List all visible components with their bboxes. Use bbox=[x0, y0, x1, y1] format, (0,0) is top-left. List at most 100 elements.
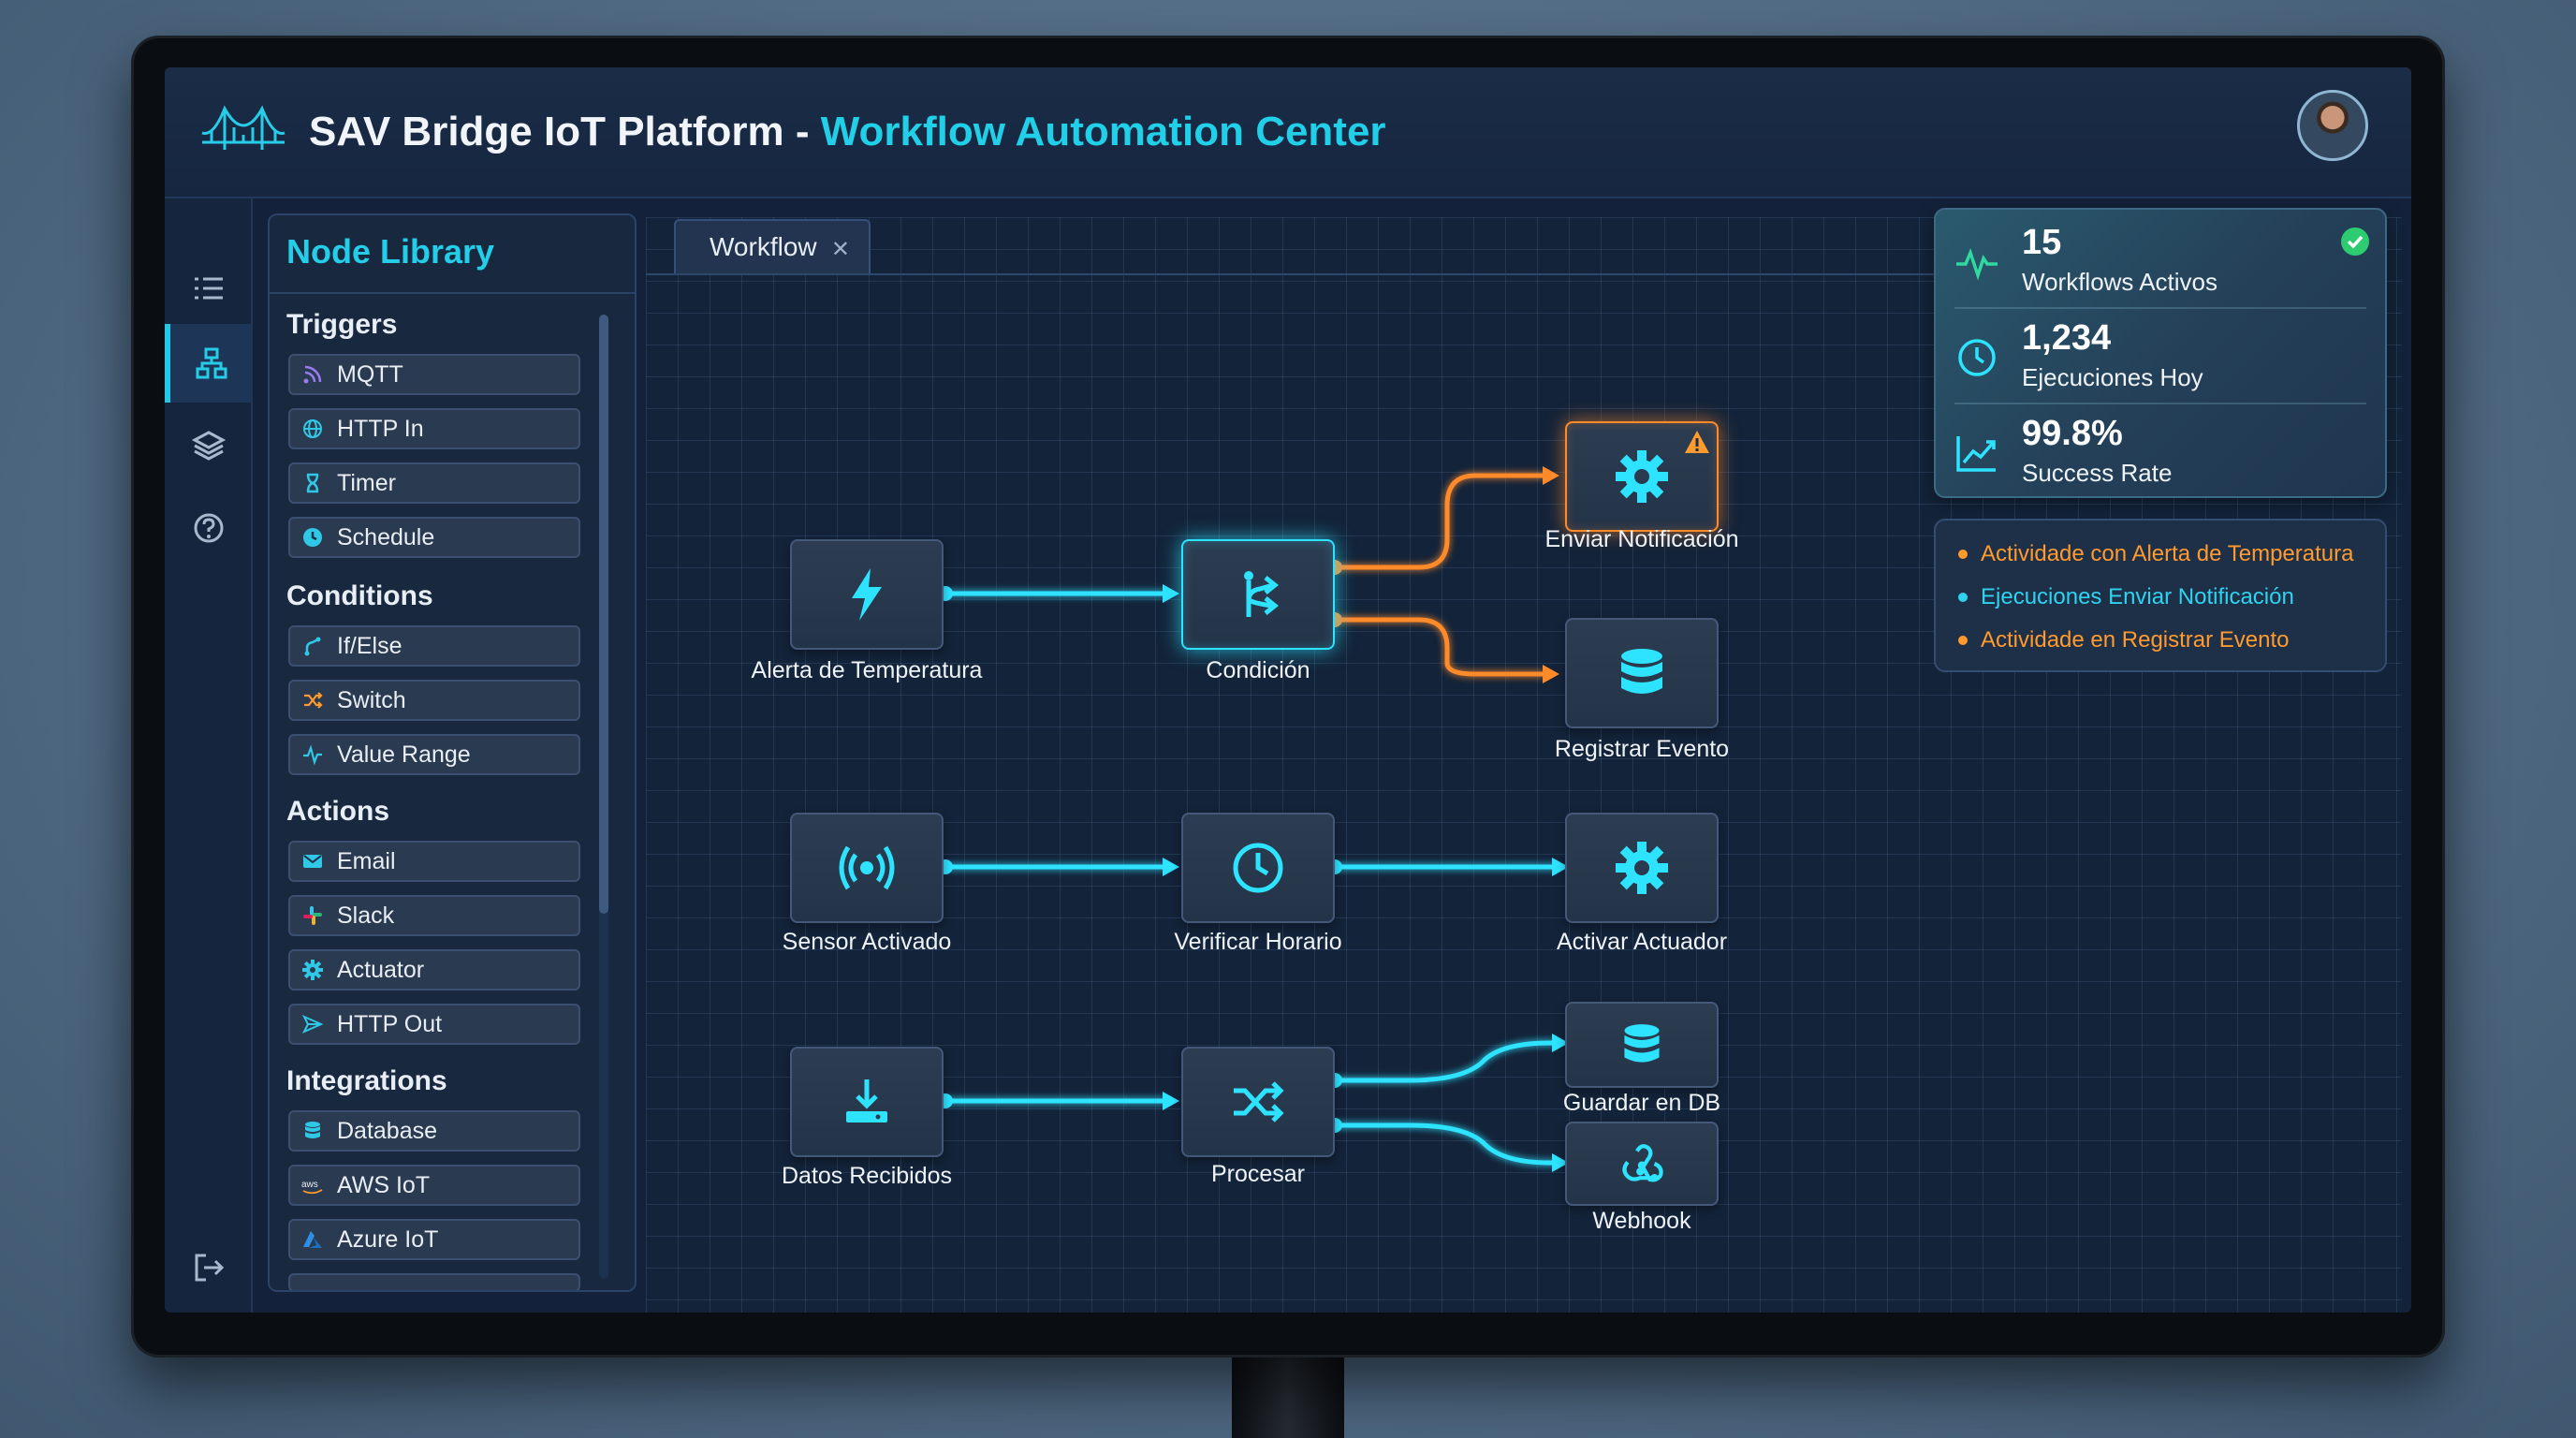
node-label: Guardar en DB bbox=[1562, 1090, 1721, 1116]
node-label: Condición bbox=[1206, 657, 1310, 683]
tab-workflow[interactable]: Workflow ✕ bbox=[674, 219, 871, 273]
stat-workflows-activos: 15 Workflows Activos bbox=[1936, 213, 2389, 305]
logout-icon bbox=[195, 1254, 225, 1282]
close-icon[interactable]: ✕ bbox=[830, 237, 850, 262]
title-main: SAV Bridge IoT Platform - bbox=[309, 109, 821, 154]
warning-icon bbox=[1685, 431, 1709, 453]
library-item-label: Slack bbox=[337, 902, 395, 929]
library-scrollbar-thumb[interactable] bbox=[599, 315, 608, 914]
rail-item-help[interactable] bbox=[165, 489, 253, 567]
section-actions: Actions bbox=[286, 796, 390, 827]
node-enviar-notificacion[interactable] bbox=[1565, 421, 1719, 532]
activity-icon bbox=[1956, 248, 1998, 281]
left-rail bbox=[165, 198, 253, 1313]
tab-label: Workflow bbox=[710, 232, 817, 261]
branch-icon bbox=[304, 637, 321, 656]
node-registrar-evento[interactable] bbox=[1565, 618, 1719, 728]
rail-item-logout[interactable] bbox=[165, 1228, 253, 1307]
library-item-aws-iot[interactable]: aws AWS IoT bbox=[288, 1165, 580, 1206]
library-item-slack[interactable]: Slack bbox=[288, 895, 580, 936]
workflow-icon bbox=[196, 347, 227, 379]
stat-divider bbox=[1954, 403, 2366, 404]
node-verificar-horario[interactable] bbox=[1181, 813, 1335, 923]
clock-icon bbox=[1233, 843, 1283, 893]
node-library: Node Library Triggers MQTT HTTP In Timer… bbox=[268, 213, 637, 1292]
library-item-timer[interactable]: Timer bbox=[288, 462, 580, 504]
library-item-value-range[interactable]: Value Range bbox=[288, 734, 580, 775]
clock-icon bbox=[1958, 339, 1996, 376]
activity-item[interactable]: Actividade en Registrar Evento bbox=[1958, 627, 2290, 653]
node-label: Verificar Horario bbox=[1174, 929, 1342, 955]
node-alerta-de-temperatura[interactable] bbox=[790, 539, 944, 650]
node-sensor-activado[interactable] bbox=[790, 813, 944, 923]
library-item-label: Actuator bbox=[337, 956, 425, 983]
node-condicion[interactable] bbox=[1181, 539, 1335, 650]
pulse-icon bbox=[303, 744, 322, 766]
library-item-label: HTTP In bbox=[337, 415, 424, 442]
node-webhook[interactable] bbox=[1565, 1122, 1719, 1206]
activity-panel: Actividade con Alerta de Temperatura Eje… bbox=[1934, 519, 2387, 672]
library-item-schedule[interactable]: Schedule bbox=[288, 517, 580, 558]
library-item-actuator[interactable]: Actuator bbox=[288, 949, 580, 990]
library-item-label: Schedule bbox=[337, 523, 435, 550]
section-conditions: Conditions bbox=[286, 580, 433, 611]
stat-label: Workflows Activos bbox=[2022, 268, 2218, 296]
activity-text: Actividade en Registrar Evento bbox=[1981, 627, 2290, 653]
library-item-if-else[interactable]: If/Else bbox=[288, 625, 580, 667]
gear-icon bbox=[1616, 450, 1668, 503]
node-label: Enviar Notificación bbox=[1544, 526, 1739, 552]
download-icon bbox=[846, 1079, 887, 1123]
library-item-mqtt[interactable]: MQTT bbox=[288, 354, 580, 395]
node-procesar[interactable] bbox=[1181, 1047, 1335, 1157]
gear-icon bbox=[1616, 842, 1668, 894]
activity-item[interactable]: Ejecuciones Enviar Notificación bbox=[1958, 584, 2294, 610]
azure-icon bbox=[303, 1231, 322, 1248]
node-label: Registrar Evento bbox=[1554, 736, 1730, 762]
rail-item-list[interactable] bbox=[165, 249, 253, 328]
activity-item[interactable]: Actividade con Alerta de Temperatura bbox=[1958, 541, 2353, 567]
library-item-http-out[interactable]: HTTP Out bbox=[288, 1004, 580, 1045]
webhook-icon bbox=[1622, 1144, 1663, 1182]
library-item-switch[interactable]: Switch bbox=[288, 680, 580, 721]
stat-value: 99.8% bbox=[2022, 414, 2123, 453]
library-item-azure-iot[interactable]: Azure IoT bbox=[288, 1219, 580, 1260]
stat-value: 1,234 bbox=[2022, 318, 2112, 358]
mail-icon bbox=[303, 855, 322, 868]
library-item-database[interactable]: Database bbox=[288, 1110, 580, 1152]
node-guardar-en-db[interactable] bbox=[1565, 1002, 1719, 1088]
database-icon bbox=[305, 1122, 320, 1138]
section-integrations: Integrations bbox=[286, 1065, 447, 1096]
rail-item-workflow[interactable] bbox=[165, 324, 253, 403]
branch-icon bbox=[1244, 571, 1280, 617]
node-datos-recibidos[interactable] bbox=[790, 1047, 944, 1157]
library-item-label: Value Range bbox=[337, 741, 471, 768]
rss-icon bbox=[303, 365, 322, 384]
library-item-label: HTTP Out bbox=[337, 1010, 443, 1037]
node-label: Procesar bbox=[1210, 1161, 1306, 1187]
rail-item-layers[interactable] bbox=[165, 406, 253, 485]
hourglass-icon bbox=[306, 473, 319, 493]
node-label: Sensor Activado bbox=[782, 929, 952, 955]
bridge-icon bbox=[201, 105, 285, 150]
library-divider bbox=[270, 292, 635, 294]
user-avatar[interactable] bbox=[2297, 90, 2368, 161]
library-scrollbar[interactable] bbox=[599, 315, 608, 1279]
lightning-icon bbox=[852, 568, 882, 621]
library-item-http-in[interactable]: HTTP In bbox=[288, 408, 580, 449]
shuffle-icon bbox=[1234, 1081, 1284, 1123]
list-icon bbox=[195, 277, 223, 300]
node-activar-actuador[interactable] bbox=[1565, 813, 1719, 923]
node-label: Alerta de Temperatura bbox=[751, 657, 983, 683]
stat-label: Success Rate bbox=[2022, 459, 2173, 487]
activity-text: Actividade con Alerta de Temperatura bbox=[1981, 541, 2354, 566]
clock-icon bbox=[303, 528, 322, 547]
library-item-email[interactable]: Email bbox=[288, 841, 580, 882]
library-item-partial[interactable] bbox=[288, 1273, 580, 1290]
stat-success-rate: 99.8% Success Rate bbox=[1936, 404, 2389, 496]
library-item-label: Timer bbox=[337, 469, 396, 496]
svg-text:aws: aws bbox=[301, 1180, 318, 1190]
library-item-label: If/Else bbox=[337, 632, 402, 659]
library-item-label: Email bbox=[337, 847, 396, 874]
stat-ejecuciones-hoy: 1,234 Ejecuciones Hoy bbox=[1936, 309, 2389, 401]
library-item-label: MQTT bbox=[337, 360, 403, 388]
